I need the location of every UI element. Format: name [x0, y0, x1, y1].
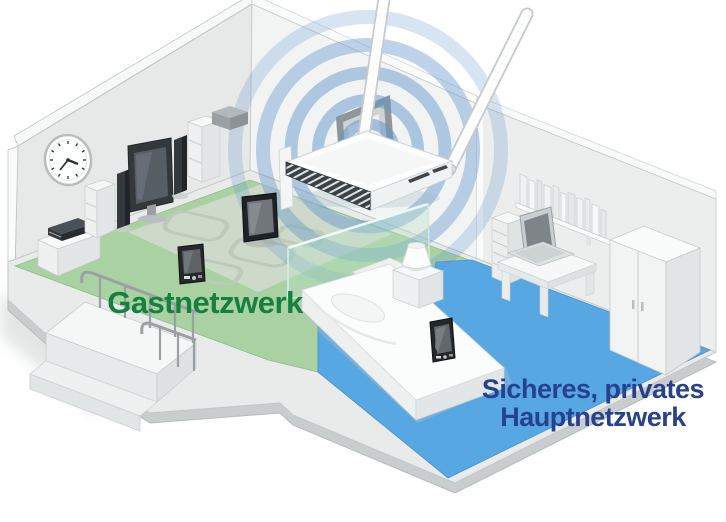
router-vent-face [285, 161, 372, 211]
router-stand [278, 145, 294, 211]
private-zone-label-line1: Sicheres, privates [482, 374, 704, 404]
wall-bookshelf [515, 173, 613, 247]
clock-ticks [50, 141, 86, 179]
lamp [401, 242, 432, 271]
tv [127, 137, 174, 223]
tablet [241, 192, 279, 248]
shelf-unit-right [186, 115, 222, 183]
wall-clock [43, 133, 93, 187]
blanket-fold [315, 305, 397, 346]
shelf-unit-left [84, 179, 117, 239]
smartphone-private [429, 317, 456, 363]
media-console [48, 218, 92, 241]
stair-railing [80, 270, 197, 371]
laptop [506, 206, 576, 267]
bed [300, 257, 512, 423]
gray-box [212, 106, 248, 130]
router-side-face [370, 160, 453, 211]
private-zone-label-line2: Hauptnetzwerk [500, 402, 687, 432]
wifi-router [278, 0, 534, 211]
guest-zone-label: Gastnetzwerk [107, 285, 304, 320]
wardrobe [608, 225, 702, 376]
stairs [29, 270, 197, 432]
antenna-left [355, 0, 391, 155]
pillow [330, 293, 386, 323]
smartphone-guest [177, 243, 206, 285]
speaker-right [172, 135, 188, 200]
clock-minute-hand [59, 159, 69, 171]
